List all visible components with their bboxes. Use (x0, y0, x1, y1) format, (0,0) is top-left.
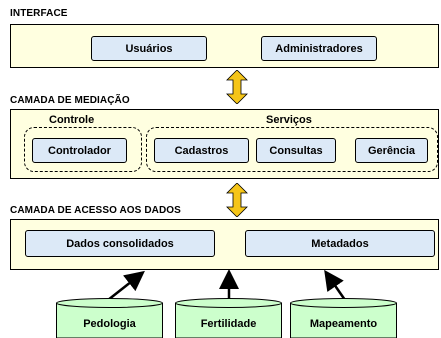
interface-layer-title: INTERFACE (10, 8, 68, 19)
administradores-box: Administradores (261, 36, 377, 61)
mapeamento-arrow (324, 269, 347, 301)
services-group-label: Serviços (266, 114, 312, 126)
data-access-layer-title: CAMADA DE ACESSO AOS DADOS (10, 205, 181, 216)
interface-layer: Usuários Administradores (10, 24, 439, 68)
database-cylinder-icon (175, 298, 282, 338)
pedologia-arrow (107, 270, 145, 301)
pedologia-database: Pedologia (56, 298, 163, 338)
consultas-box: Consultas (256, 138, 336, 163)
dados-consolidados-box: Dados consolidados (25, 230, 215, 257)
gerencia-box: Gerência (355, 138, 428, 163)
mapeamento-label: Mapeamento (309, 318, 378, 330)
control-group-label: Controle (49, 114, 95, 126)
database-cylinder-icon (290, 298, 397, 338)
usuarios-box: Usuários (91, 36, 207, 61)
fertilidade-database: Fertilidade (175, 298, 282, 338)
mediation-layer: Controle Serviços Controlador Cadastros … (10, 109, 439, 179)
mapeamento-database: Mapeamento (290, 298, 397, 338)
double-arrow-icon (226, 183, 248, 217)
database-cylinder-icon (56, 298, 163, 338)
controlador-box: Controlador (32, 138, 127, 163)
cadastros-box: Cadastros (154, 138, 249, 163)
double-arrow-icon (226, 70, 248, 104)
metadados-box: Metadados (245, 230, 435, 257)
mediation-layer-title: CAMADA DE MEDIAÇÃO (10, 95, 130, 106)
control-group (24, 127, 142, 172)
pedologia-label: Pedologia (83, 318, 136, 330)
services-group (146, 127, 438, 172)
fertilidade-label: Fertilidade (200, 318, 257, 330)
